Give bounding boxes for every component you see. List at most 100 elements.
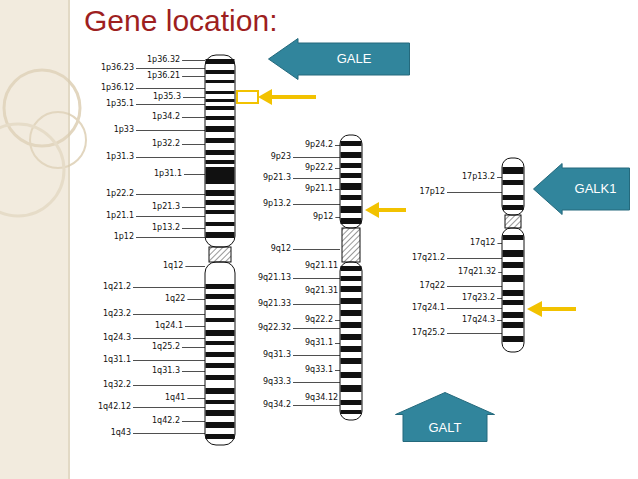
band-label: 9p22.2 (305, 163, 333, 173)
chromosome-band (206, 70, 235, 74)
chromosome-band (206, 91, 235, 94)
chromosome-9-centromere (342, 228, 360, 262)
band-label: 9q34.12 (305, 393, 338, 403)
band-label: 17p12 (420, 187, 445, 197)
chromosome-band (206, 434, 235, 439)
band-label: 9p24.2 (305, 140, 333, 150)
leader-line (293, 178, 340, 179)
band-label: 1p36.23 (101, 63, 134, 73)
chromosome-band (341, 163, 362, 168)
panel-divider (68, 0, 70, 479)
leader-line (293, 204, 340, 205)
callout-fill (396, 393, 495, 442)
chromosome-band (341, 286, 362, 292)
band-label: 1q43 (111, 428, 131, 438)
ring-decoration (30, 112, 86, 168)
band-label: 9q34.2 (263, 400, 291, 410)
leader-line (133, 338, 205, 339)
leader-line (182, 421, 205, 422)
chromosome-band (503, 312, 524, 318)
leader-line (133, 287, 205, 288)
band-label: 1q24.1 (155, 321, 183, 331)
leader-line (293, 278, 340, 279)
leader-line (335, 217, 340, 218)
chromosome-band (341, 298, 362, 304)
leader-line (497, 298, 502, 299)
band-label: 9q31.1 (305, 338, 333, 348)
chromosome-band (206, 99, 235, 102)
leader-line (447, 192, 502, 193)
leader-line (183, 97, 205, 98)
callout-fill (269, 39, 410, 80)
leader-lines (133, 61, 502, 434)
band-label: 17q21.32 (458, 267, 496, 277)
leader-line (133, 433, 205, 434)
chromosome-band (503, 180, 524, 185)
band-label: 1p21.1 (106, 211, 134, 221)
chromosome-band (503, 290, 524, 296)
band-label: 17q12 (470, 238, 495, 248)
chromosome-band (341, 183, 362, 190)
gene-callout-arrow: GALT (395, 392, 495, 442)
pointer-arrow (258, 89, 272, 105)
leader-line (335, 320, 340, 321)
chromosome-band (341, 310, 362, 316)
chromosome-band (503, 167, 524, 174)
leader-line (182, 60, 205, 61)
chromosome-band (206, 294, 235, 299)
chromosome-band (206, 190, 235, 196)
chromosome-band (206, 138, 235, 143)
pointer-arrow (527, 301, 542, 317)
leader-line (136, 130, 205, 131)
leader-line (182, 76, 205, 77)
band-label: 1q41 (165, 393, 185, 403)
band-label: 1q32.2 (103, 380, 131, 390)
leader-line (182, 207, 205, 208)
band-label: 1p31.3 (106, 152, 134, 162)
chromosome-band (206, 80, 235, 83)
chromosome-1-q-arm (205, 262, 235, 445)
chromosome-9-p-arm (340, 135, 362, 228)
chromosome-band (341, 334, 362, 340)
band-label: 9p12 (313, 212, 333, 222)
leader-line (136, 68, 205, 69)
band-label: 9p21.3 (263, 173, 291, 183)
leader-line (447, 333, 502, 334)
band-label: 1q31.1 (103, 355, 131, 365)
band-label: 17q21.2 (412, 253, 445, 263)
band-label: 17q24.3 (462, 315, 495, 325)
leader-line (187, 398, 205, 399)
band-label: 1p35.1 (106, 99, 134, 109)
chromosome-band (206, 388, 235, 394)
band-label: 1q42.2 (152, 416, 180, 426)
band-label: 1p35.3 (153, 92, 181, 102)
band-label: 1q12 (163, 261, 183, 271)
band-label: 1p36.32 (147, 55, 180, 65)
leader-line (136, 104, 205, 105)
chromosome-band (341, 276, 362, 281)
leader-line (182, 347, 205, 348)
leader-line (187, 299, 205, 300)
leader-line (335, 168, 340, 169)
chromosome-band (206, 375, 235, 380)
band-label: 1q42.12 (98, 402, 131, 412)
callout-fill (534, 164, 630, 215)
band-label: 9p23 (271, 152, 291, 162)
leader-line (136, 216, 205, 217)
chromosome-band (206, 352, 235, 357)
leader-line (293, 382, 340, 383)
chromosome-band (341, 322, 362, 328)
chromosome-band (206, 167, 235, 184)
band-label: 1p36.21 (147, 71, 180, 81)
band-label: 1q31.3 (152, 366, 180, 376)
gene-callout-arrow: GALE (268, 38, 410, 80)
chromosome-band (341, 206, 362, 213)
chromosome-band (341, 385, 362, 392)
leader-line (497, 320, 502, 321)
band-label: 17q24.1 (412, 303, 445, 313)
chromosome-band (341, 410, 362, 414)
chromosome-band (206, 160, 235, 164)
leader-line (335, 343, 340, 344)
band-label: 17q23.2 (462, 293, 495, 303)
band-label: 9p21.1 (305, 184, 333, 194)
